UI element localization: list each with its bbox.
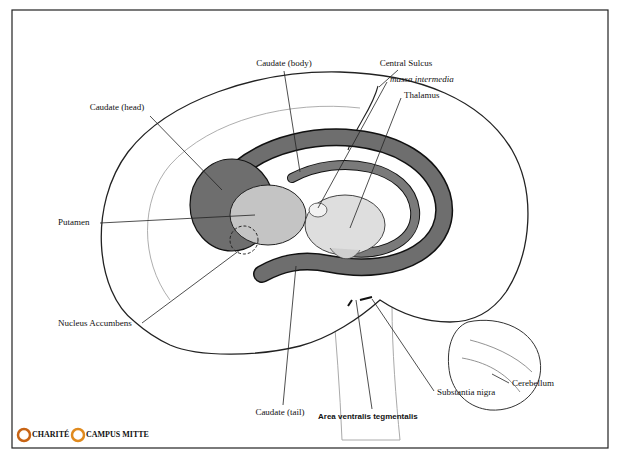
massa-intermedia-shape [309,203,327,217]
part-label: massa intermedia [390,74,454,85]
part-label: Substantia nigra [437,387,495,398]
leader-line [356,300,372,409]
leader-line [492,374,509,383]
logo-mark [18,429,30,441]
nucleus-accumbens-shape [230,226,258,254]
part-label: Cerebellum [512,378,554,389]
part-label: Caudate (body) [256,58,312,69]
logo-mark [72,429,84,441]
thalamus-lobe [330,248,360,259]
leader-line [283,266,296,405]
logo-text: CAMPUS MITTE [86,429,149,440]
part-label: Putamen [58,217,90,228]
slide-frame [12,10,608,448]
leader-line [150,116,222,190]
part-label: Area ventralis tegmentalis [318,411,418,422]
logo-text: CHARITÉ [32,429,69,440]
leader-line [350,98,401,228]
part-label: Thalamus [404,90,440,101]
leader-lines [100,70,509,409]
part-label: Caudate (head) [90,102,145,113]
putamen-shape [230,185,306,245]
part-label: Caudate (tail) [255,407,304,418]
leader-line [142,250,240,323]
thalamus-shape [305,195,385,255]
brain-outline [101,72,528,354]
leader-line [372,299,434,391]
part-label: Nucleus Accumbens [58,318,132,329]
part-label: Central Sulcus [380,58,433,69]
leader-line [284,71,300,172]
leader-line [100,215,255,223]
leader-line [318,82,387,208]
nigra-marks [348,297,372,306]
